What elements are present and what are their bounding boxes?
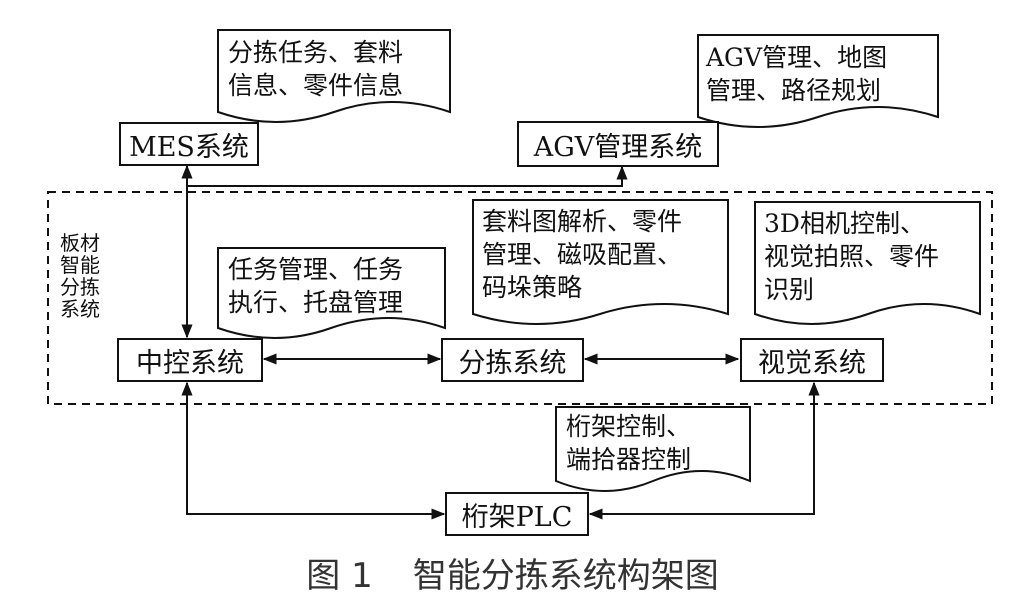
note-shape-vision (754, 201, 981, 325)
note-central: 任务管理、任务 执行、托盘管理 (228, 255, 404, 317)
note-shape-central (217, 247, 446, 339)
note-shape-mes (217, 29, 451, 123)
arrow-central-plc (181, 381, 446, 520)
central-system-box: 中控系统 (117, 338, 263, 382)
note-plc: 桁架控制、 端拾器控制 (566, 412, 692, 474)
arrow-vision-plc (588, 381, 820, 520)
sorting-system-box: 分拣系统 (441, 338, 584, 382)
mes-system-box: MES系统 (119, 122, 259, 166)
agv-system-box: AGV管理系统 (517, 121, 719, 167)
note-agv: AGV管理、地图 管理、路径规划 (706, 43, 888, 105)
note-shape-sorting (472, 199, 729, 325)
arrow-central-agv (187, 165, 628, 187)
figure-caption: 图 1 智能分拣系统构架图 (0, 548, 1025, 597)
vision-system-box: 视觉系统 (740, 338, 884, 382)
note-vision: 3D相机控制、 视觉拍照、零件 识别 (764, 209, 940, 304)
plc-box: 桁架PLC (445, 492, 589, 536)
note-sorting: 套料图解析、零件 管理、磁吸配置、 码垛策略 (482, 207, 683, 302)
system-boundary (47, 191, 993, 405)
group-label: 板材 智能 分拣 系统 (60, 231, 100, 321)
caption-title: 智能分拣系统构架图 (412, 556, 719, 596)
note-mes: 分拣任务、套料 信息、零件信息 (228, 38, 404, 100)
note-shape-agv (697, 34, 939, 128)
caption-number: 图 1 (306, 556, 373, 596)
